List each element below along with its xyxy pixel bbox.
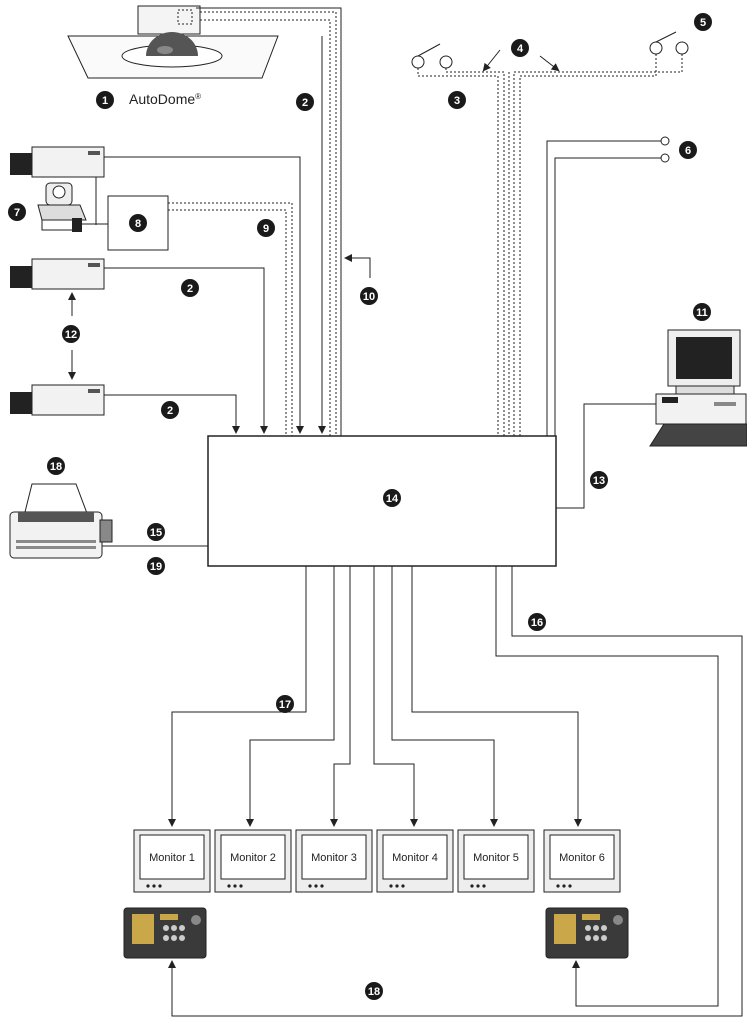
box8-dotted-lines (168, 202, 293, 436)
callout-2-middle: 2 (181, 279, 199, 297)
svg-text:4: 4 (517, 43, 524, 55)
monitor-4: Monitor 4 (376, 829, 454, 893)
pc-link-line (556, 403, 656, 509)
callout-1: 1 (96, 91, 114, 109)
alarm-switch-icon (411, 43, 453, 69)
callout-3: 3 (448, 91, 466, 109)
camera-top-line (104, 156, 304, 434)
monitor-feed-lines (168, 566, 582, 827)
callout-8: 8 (129, 214, 147, 232)
callout-17: 17 (276, 695, 294, 713)
svg-text:12: 12 (65, 329, 77, 341)
camera-mid-line (104, 267, 268, 434)
monitor-label: Monitor 2 (230, 852, 276, 864)
svg-text:5: 5 (700, 17, 706, 29)
monitor-5: Monitor 5 (457, 829, 535, 893)
callout-12: 12 (62, 325, 80, 343)
arrow-10 (344, 254, 371, 278)
callout-6: 6 (679, 141, 697, 159)
svg-text:10: 10 (363, 291, 375, 303)
dome-solid-line (196, 7, 342, 436)
svg-text:3: 3 (454, 95, 460, 107)
alarm-switch-icon (649, 31, 689, 55)
svg-text:11: 11 (696, 307, 708, 319)
central-switcher-box (207, 435, 557, 567)
svg-text:7: 7 (14, 207, 20, 219)
svg-text:17: 17 (279, 699, 291, 711)
svg-text:2: 2 (187, 283, 193, 295)
callout-16: 16 (528, 613, 546, 631)
svg-text:15: 15 (150, 527, 162, 539)
callout-14: 14 (383, 489, 401, 507)
keyboard-controller-icon (123, 907, 207, 959)
alarm-dotted-lines (417, 54, 683, 436)
box-camera-icon (10, 384, 105, 416)
box-camera-icon (10, 146, 105, 178)
callout-18-printer: 18 (47, 457, 65, 475)
callout-9: 9 (257, 219, 275, 237)
monitor-6: Monitor 6 (543, 829, 621, 893)
svg-text:13: 13 (593, 475, 605, 487)
svg-text:2: 2 (167, 405, 173, 417)
arrow-4-left (482, 49, 501, 72)
monitor-2: Monitor 2 (214, 829, 292, 893)
monitor-label: Monitor 1 (149, 852, 195, 864)
monitor-label: Monitor 6 (559, 852, 605, 864)
callout-5: 5 (694, 13, 712, 31)
callout-13: 13 (590, 471, 608, 489)
dome-camera-icon (67, 5, 279, 79)
svg-text:14: 14 (386, 493, 399, 505)
callout-2-bottom: 2 (161, 401, 179, 419)
monitor-1: Monitor 1 (133, 829, 211, 893)
relay-output-lines (546, 136, 670, 436)
monitor-label: Monitor 4 (392, 852, 438, 864)
keyboard-feedback-lines (168, 566, 743, 1017)
svg-text:19: 19 (150, 561, 162, 573)
brand-label: AutoDome® (129, 91, 201, 107)
svg-text:1: 1 (102, 95, 108, 107)
callout-15: 15 (147, 523, 165, 541)
svg-text:8: 8 (135, 218, 141, 230)
callout-19: 19 (147, 557, 165, 575)
svg-text:9: 9 (263, 223, 269, 235)
callout-2: 2 (296, 93, 314, 111)
dome-dotted-lines (200, 11, 337, 436)
svg-text:18: 18 (50, 461, 62, 473)
svg-text:2: 2 (302, 97, 308, 109)
monitor-label: Monitor 5 (473, 852, 519, 864)
arrow-4-right (539, 55, 560, 72)
callout-10: 10 (360, 287, 378, 305)
camera-bottom-line (104, 394, 240, 434)
svg-text:6: 6 (685, 145, 691, 157)
monitor-label: Monitor 3 (311, 852, 357, 864)
svg-text:18: 18 (368, 986, 380, 998)
svg-text:16: 16 (531, 617, 543, 629)
callout-11: 11 (693, 303, 711, 321)
pc-workstation-icon (649, 329, 747, 447)
printer-icon (9, 483, 113, 559)
monitor-3: Monitor 3 (295, 829, 373, 893)
keyboard-controller-icon (545, 907, 629, 959)
ptz-camera-icon (37, 182, 87, 232)
callout-7: 7 (8, 203, 26, 221)
callout-18-bottom: 18 (365, 982, 383, 1000)
callout-4: 4 (511, 39, 529, 57)
box-camera-icon (10, 258, 105, 290)
